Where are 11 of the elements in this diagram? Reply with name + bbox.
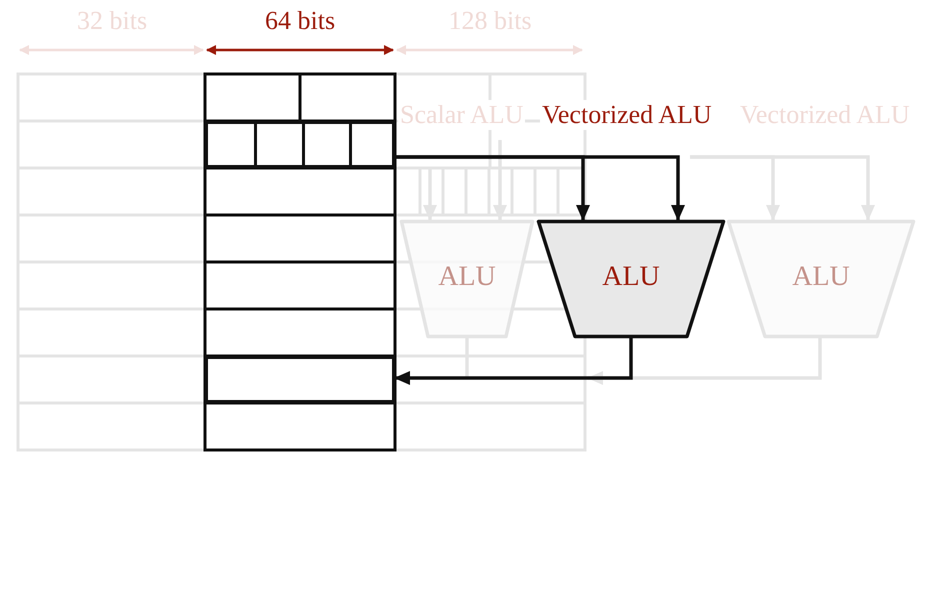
arrow [493, 140, 507, 221]
alu-trapezoid: ALU [400, 220, 534, 338]
arrow [690, 155, 780, 221]
register-cell [205, 121, 395, 168]
alu-trapezoid: ALU [727, 220, 915, 338]
arrow [395, 155, 685, 221]
register-cell [205, 356, 395, 403]
alu-mode-label: Vectorized ALU [540, 100, 714, 130]
arrow [423, 168, 437, 221]
arrow [394, 338, 633, 385]
alu-trapezoid: ALU [537, 220, 725, 338]
